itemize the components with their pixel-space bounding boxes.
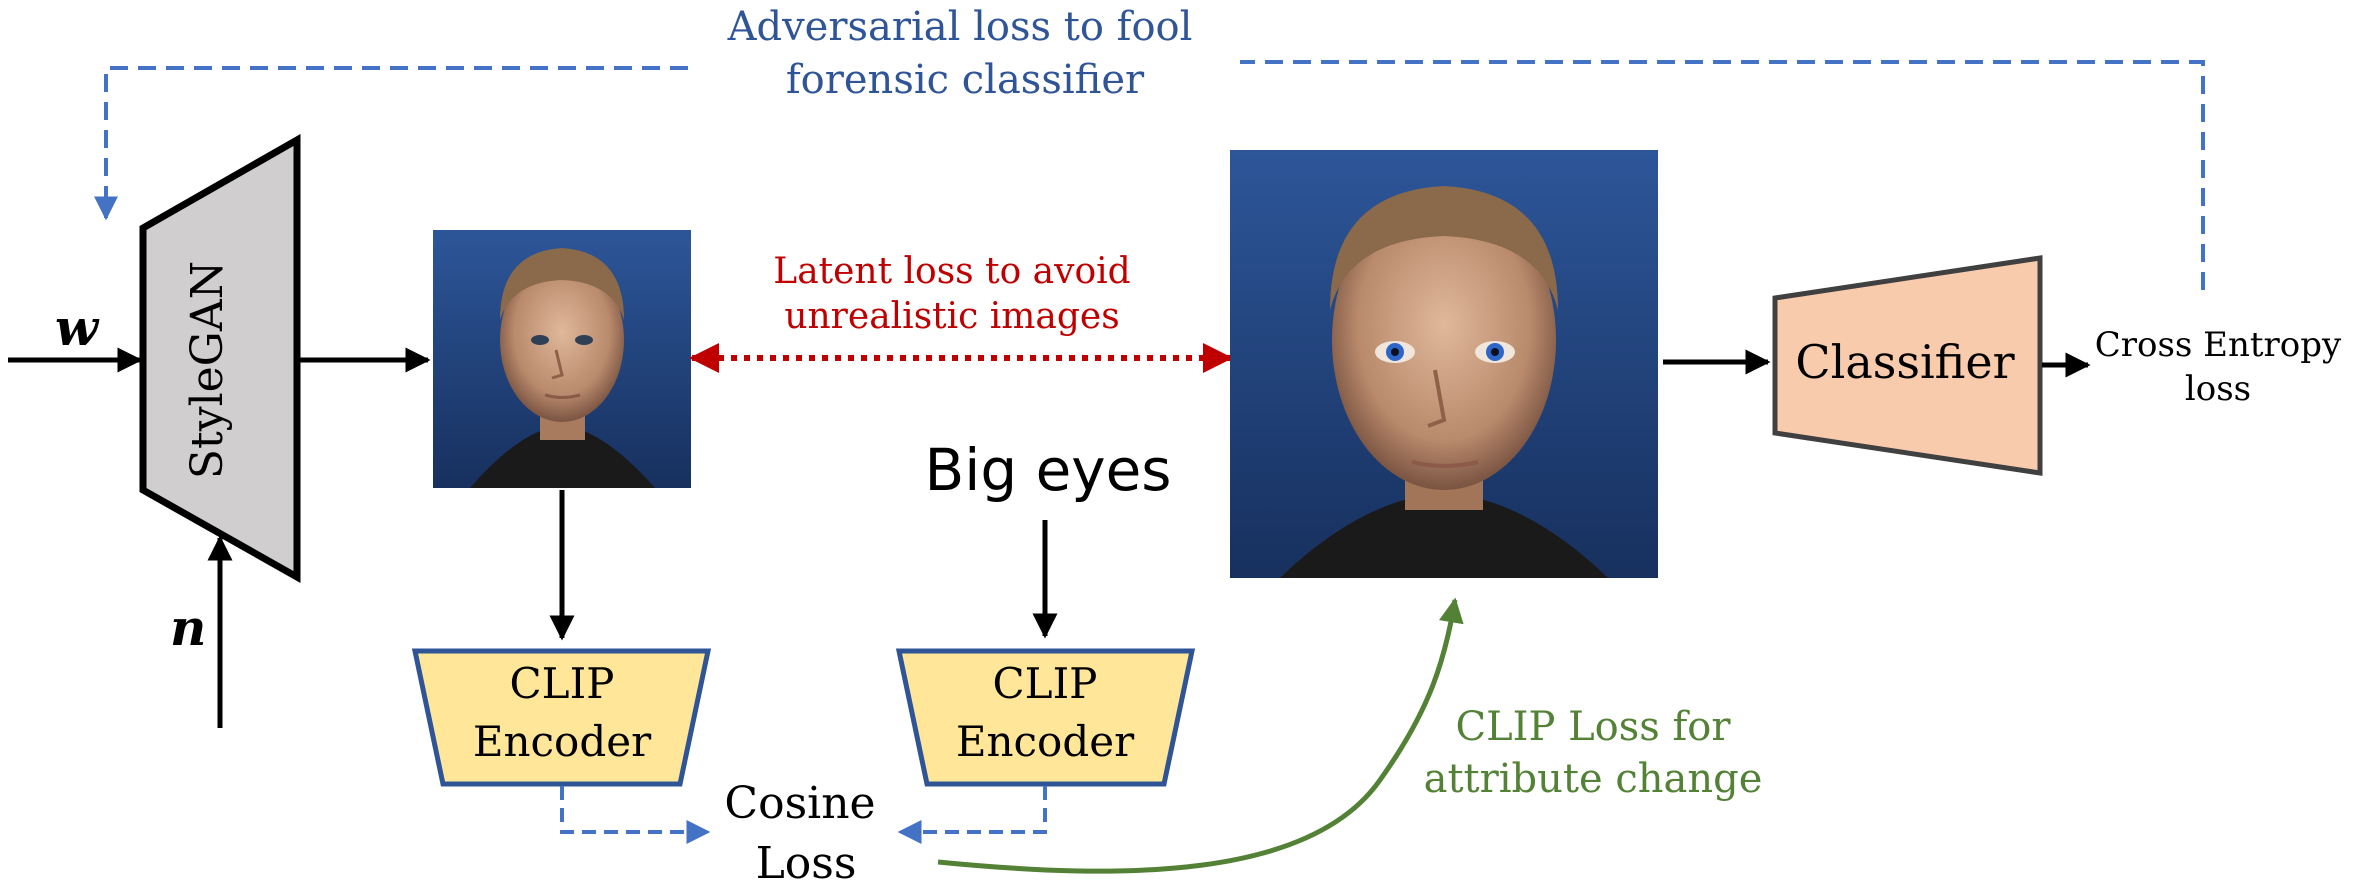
adversarial-loss-path	[94, 60, 2205, 290]
clip-loss-curve	[937, 597, 1464, 874]
classifier-block	[1772, 255, 2043, 476]
cosine-loss-line2: Loss	[756, 838, 857, 887]
clip-encoder-image-line1: CLIP	[510, 659, 615, 708]
latent-loss-label-line2: unrealistic images	[784, 296, 1119, 337]
clip-encoder-image-line2: Encoder	[473, 717, 652, 766]
cross-entropy-label-line1: Cross Entropy	[2095, 325, 2342, 365]
adversarial-loss-label-line1: Adversarial loss to fool	[727, 4, 1193, 50]
edited-face-image	[1230, 150, 1658, 578]
clip-loss-label-line1: CLIP Loss for	[1455, 704, 1731, 750]
clip-encoder-text-line1: CLIP	[993, 659, 1098, 708]
stylegan-label: StyleGAN	[182, 261, 233, 479]
clip-encoder-text-line2: Encoder	[956, 717, 1135, 766]
stylegan-block	[139, 133, 301, 583]
classifier-label: Classifier	[1795, 335, 2014, 389]
clip-encoder-image	[411, 648, 712, 787]
text-prompt: Big eyes	[924, 436, 1171, 504]
generated-face-image	[433, 230, 691, 488]
cross-entropy-label-line2: loss	[2185, 369, 2251, 409]
clip-encoder-text	[895, 648, 1196, 787]
n-input-label: n	[170, 598, 206, 657]
encoder2-to-cosine-path	[897, 786, 1047, 844]
clip-loss-label-line2: attribute change	[1424, 756, 1763, 802]
latent-loss-label-line1: Latent loss to avoid	[773, 251, 1130, 292]
encoder1-to-cosine-path	[560, 786, 711, 844]
w-input-label: w	[55, 298, 100, 357]
adversarial-loss-label-line2: forensic classifier	[786, 57, 1145, 103]
cosine-loss-line1: Cosine	[724, 778, 875, 829]
